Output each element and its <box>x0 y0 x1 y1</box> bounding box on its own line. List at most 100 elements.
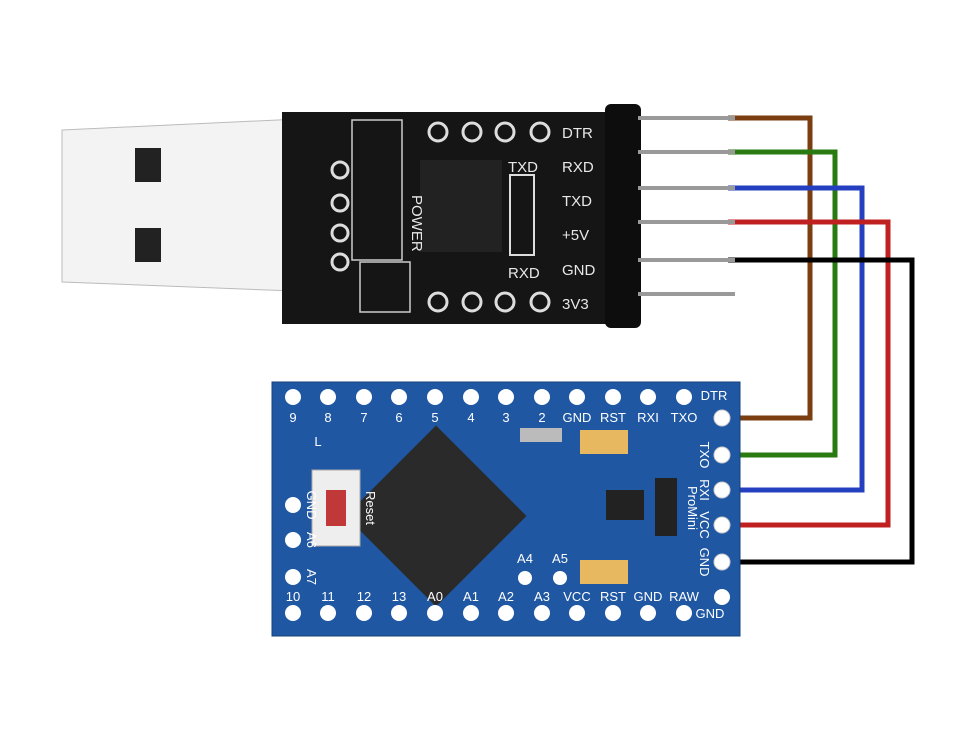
pin-hole[interactable] <box>498 389 514 405</box>
usb-pin-label: RXD <box>562 159 594 176</box>
board-label: ProMini <box>685 486 700 530</box>
wire-5v-to-vcc <box>722 219 891 528</box>
pin-label: A1 <box>463 589 479 604</box>
wires <box>722 115 915 565</box>
reset-label: Reset <box>363 491 378 525</box>
pin-label: A6 <box>304 532 319 548</box>
regulator <box>606 490 644 520</box>
reset-button-cap[interactable] <box>326 490 346 526</box>
capacitor <box>580 430 628 454</box>
pin-hole[interactable] <box>676 389 692 405</box>
pin-hole[interactable] <box>498 605 514 621</box>
pin-label: TXO <box>671 410 698 425</box>
usb-chip <box>420 160 502 252</box>
atmega-chip <box>345 425 527 607</box>
pin-hole[interactable] <box>605 605 621 621</box>
pin-hole[interactable] <box>391 389 407 405</box>
led-label: L <box>314 434 321 449</box>
pin-label: RXI <box>697 479 712 501</box>
wire-gnd-to-gnd <box>722 257 915 565</box>
pin-hole[interactable] <box>553 571 567 585</box>
pin-hole[interactable] <box>713 553 731 571</box>
wire-txd-to-rxi <box>722 185 865 493</box>
pin-label: A3 <box>534 589 550 604</box>
pin-hole[interactable] <box>320 389 336 405</box>
pin-label: 11 <box>321 589 335 604</box>
usb-pin-label: DTR <box>562 125 593 142</box>
pin-hole[interactable] <box>534 605 550 621</box>
pin-label: GND <box>563 410 592 425</box>
pin-label: A4 <box>517 551 533 566</box>
pin-label: 5 <box>431 410 438 425</box>
pin-label: VCC <box>563 589 590 604</box>
rx-led-label: RXD <box>508 265 540 282</box>
usb-pin-label: 3V3 <box>562 296 589 313</box>
usb-serial-module: DTR RXD TXD +5V GND 3V3 TXD RXD POWER <box>282 104 735 328</box>
pin-label: A2 <box>498 589 514 604</box>
pin-label: RAW <box>669 589 700 604</box>
usb-pin-label: +5V <box>562 227 589 244</box>
tx-led-label: TXD <box>508 159 538 176</box>
pin-label: 12 <box>357 589 371 604</box>
pin-hole[interactable] <box>605 389 621 405</box>
pin-label: 7 <box>360 410 367 425</box>
usb-slot-icon <box>135 228 161 262</box>
pin-hole[interactable] <box>463 389 479 405</box>
pin-hole[interactable] <box>518 571 532 585</box>
pin-label: RXI <box>637 410 659 425</box>
pin-hole[interactable] <box>640 605 656 621</box>
pin-label: GND <box>634 589 663 604</box>
diode <box>655 478 677 536</box>
pin-hole[interactable] <box>463 605 479 621</box>
pin-hole[interactable] <box>356 605 372 621</box>
pin-hole[interactable] <box>356 389 372 405</box>
pin-hole[interactable] <box>534 389 550 405</box>
pin-label: GND <box>304 491 319 520</box>
usb-plug <box>61 117 321 293</box>
pin-hole[interactable] <box>320 605 336 621</box>
pin-label: A5 <box>552 551 568 566</box>
pin-label: A7 <box>304 569 319 585</box>
pin-label: TXO <box>697 442 712 469</box>
wire-rxd-to-txo <box>722 149 838 458</box>
pin-hole[interactable] <box>713 446 731 464</box>
pin-label: GND <box>697 548 712 577</box>
pin-hole[interactable] <box>285 605 301 621</box>
pin-label: 4 <box>467 410 474 425</box>
power-led-label: POWER <box>408 195 425 252</box>
pin-label: RST <box>600 589 626 604</box>
pin-hole[interactable] <box>285 497 301 513</box>
pin-hole[interactable] <box>713 516 731 534</box>
capacitor <box>580 560 628 584</box>
crystal <box>520 428 562 442</box>
pin-hole[interactable] <box>285 569 301 585</box>
pin-hole[interactable] <box>569 605 585 621</box>
pin-hole[interactable] <box>391 605 407 621</box>
pin-label: GND <box>696 606 725 621</box>
pin-label: 3 <box>502 410 509 425</box>
usb-pin-label: GND <box>562 262 596 279</box>
pin-hole[interactable] <box>714 589 730 605</box>
pin-label: 9 <box>289 410 296 425</box>
pin-hole[interactable] <box>427 389 443 405</box>
pin-hole[interactable] <box>713 409 731 427</box>
pin-hole[interactable] <box>640 389 656 405</box>
pin-label: DTR <box>701 388 728 403</box>
pin-label: A0 <box>427 589 443 604</box>
pin-hole[interactable] <box>569 389 585 405</box>
pin-label: 13 <box>392 589 406 604</box>
pin-hole[interactable] <box>713 481 731 499</box>
usb-slot-icon <box>135 148 161 182</box>
pin-hole[interactable] <box>427 605 443 621</box>
pin-label: 2 <box>538 410 545 425</box>
wire-dtr-to-dtr <box>722 115 813 421</box>
pin-hole[interactable] <box>285 389 301 405</box>
pin-label: VCC <box>697 511 712 538</box>
usb-pin-label: TXD <box>562 193 592 210</box>
pin-hole[interactable] <box>285 532 301 548</box>
pin-hole[interactable] <box>676 605 692 621</box>
pin-label: 6 <box>395 410 402 425</box>
pin-label: 10 <box>286 589 300 604</box>
pin-header <box>605 104 641 328</box>
